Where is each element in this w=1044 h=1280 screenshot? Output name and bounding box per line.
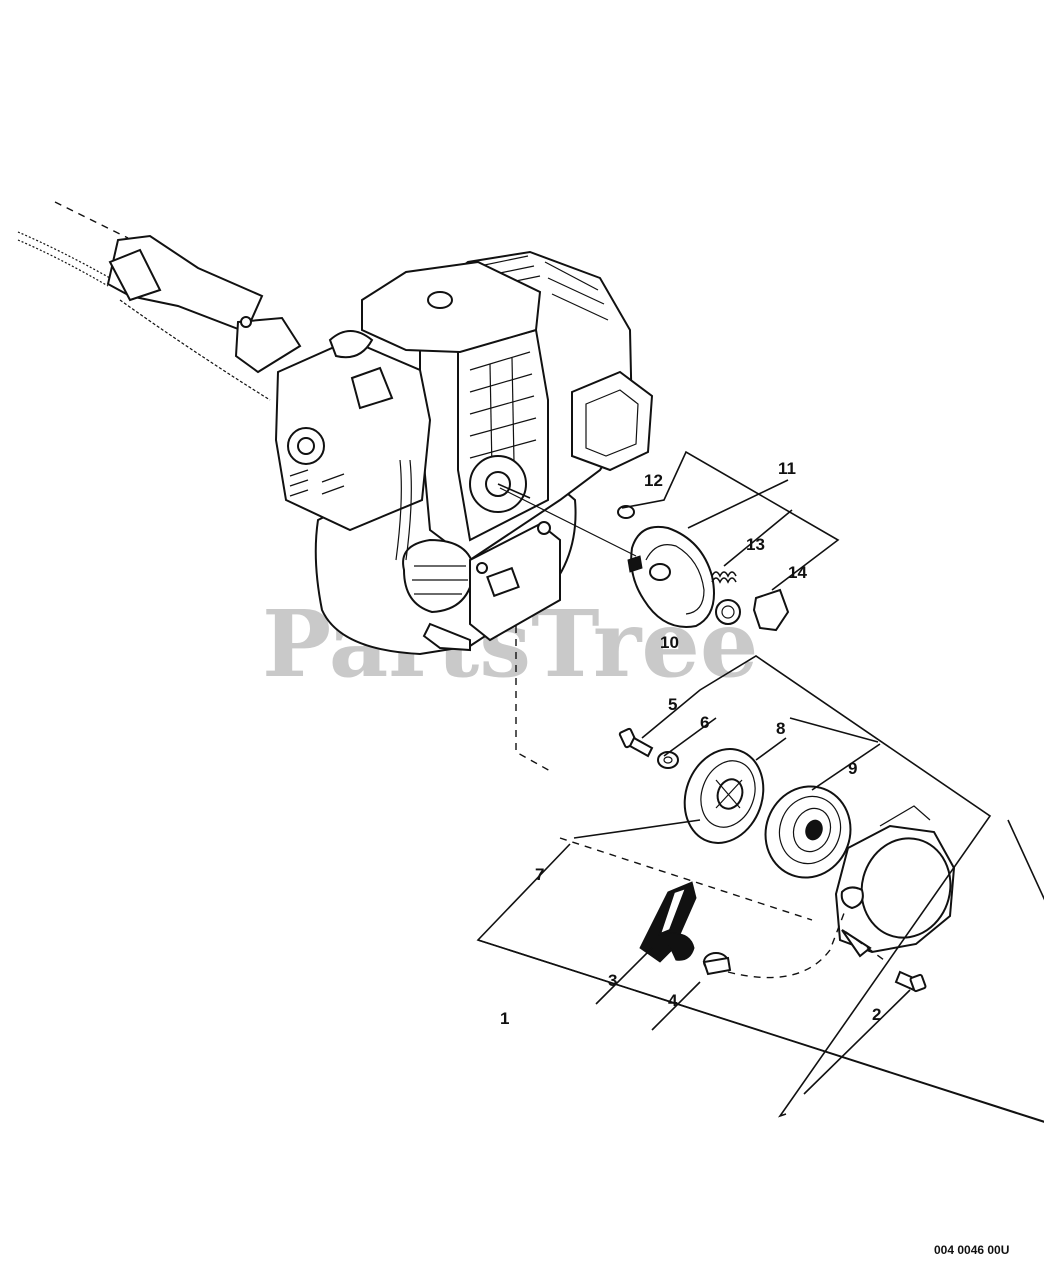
part-9-spiral-spring — [764, 785, 852, 879]
callout-6: 6 — [700, 713, 709, 732]
callout-4: 4 — [668, 991, 678, 1010]
engine-body — [274, 250, 654, 656]
callout-1: 1 — [500, 1009, 509, 1028]
callout-labels: 1 2 3 4 5 6 7 8 9 10 11 12 13 14 — [500, 459, 881, 1028]
callout-12: 12 — [644, 471, 663, 490]
callout-3: 3 — [608, 971, 617, 990]
part-13-spring — [711, 571, 737, 584]
drive-shaft-assembly — [17, 201, 302, 401]
part-11-pawl-plate — [627, 526, 715, 628]
callout-13: 13 — [746, 535, 765, 554]
part-10-nut — [715, 599, 741, 625]
callout-8: 8 — [776, 719, 785, 738]
part-2-bolt — [894, 970, 927, 993]
part-5-bolt — [618, 727, 654, 758]
callout-5: 5 — [668, 695, 677, 714]
callout-11: 11 — [778, 459, 796, 478]
part-7-rope — [573, 819, 701, 839]
callout-14: 14 — [788, 563, 807, 582]
part-3-handle — [639, 881, 697, 963]
part-14-pawl — [752, 588, 790, 632]
callout-9: 9 — [848, 759, 857, 778]
part-4-bushing — [702, 952, 732, 976]
callout-7: 7 — [535, 865, 544, 884]
part-12-nut — [617, 505, 635, 519]
part-8-reel — [683, 748, 765, 844]
part-6-washer — [657, 751, 679, 769]
assembly-guide-lines — [499, 487, 885, 979]
callout-10: 10 — [660, 633, 679, 652]
starter-case — [834, 805, 956, 958]
drawing-code: 004 0046 00U — [934, 1243, 1009, 1257]
callout-leader-lines — [476, 450, 1044, 1123]
callout-2: 2 — [872, 1005, 881, 1024]
